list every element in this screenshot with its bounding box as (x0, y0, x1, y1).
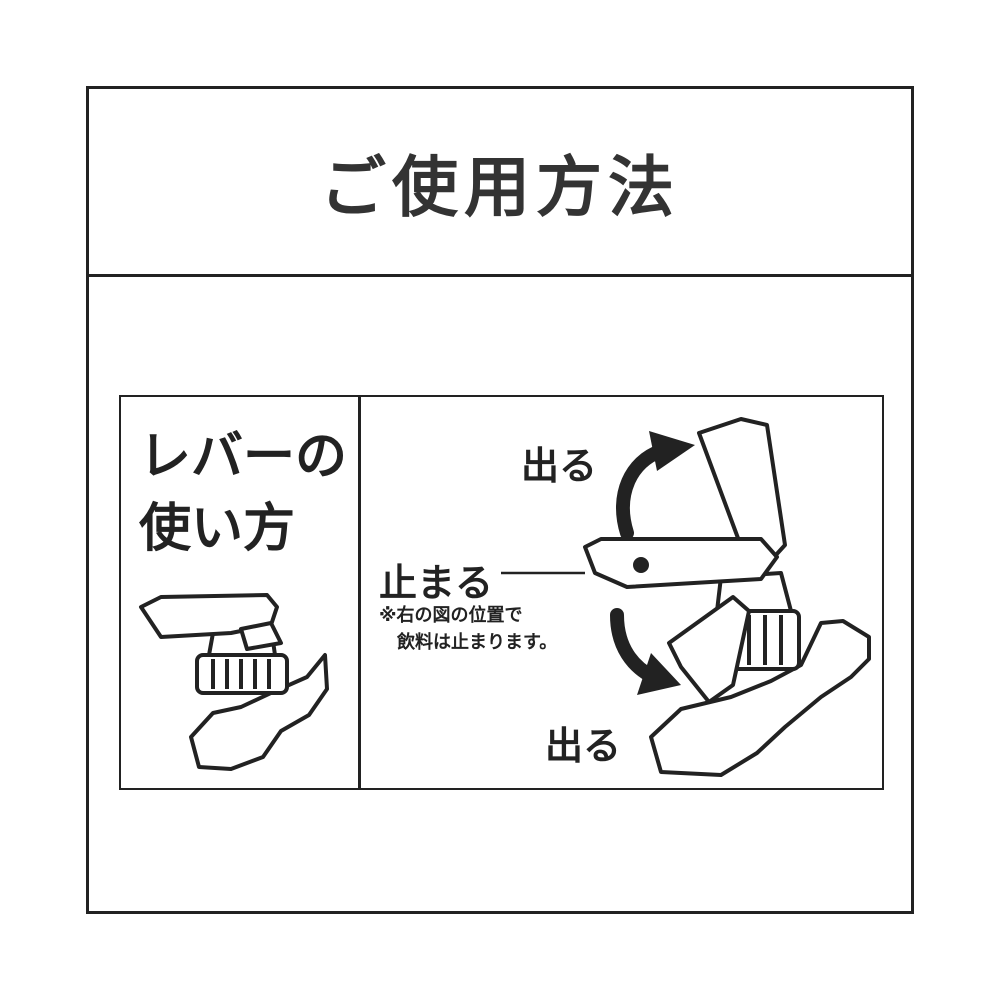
stop-position-note: ※右の図の位置で 飲料は止まります。 (379, 605, 558, 653)
large-faucet-icon (583, 417, 871, 777)
header: ご使用方法 (89, 89, 911, 277)
small-faucet-icon (139, 593, 329, 771)
label-stop: 止まる (379, 561, 494, 605)
faucet-illustrations (139, 417, 871, 777)
rotate-down-arrow-icon (610, 608, 681, 695)
instruction-frame: ご使用方法 レバーの 使い方 (86, 86, 914, 914)
panel-divider (358, 397, 361, 788)
label-out-top: 出る (521, 444, 598, 488)
rotate-up-arrow-icon (616, 431, 695, 540)
page-title: ご使用方法 (320, 148, 680, 226)
lever-usage-heading: レバーの 使い方 (139, 427, 348, 559)
instruction-panel: レバーの 使い方 (119, 395, 884, 790)
label-out-bottom: 出る (545, 724, 622, 768)
